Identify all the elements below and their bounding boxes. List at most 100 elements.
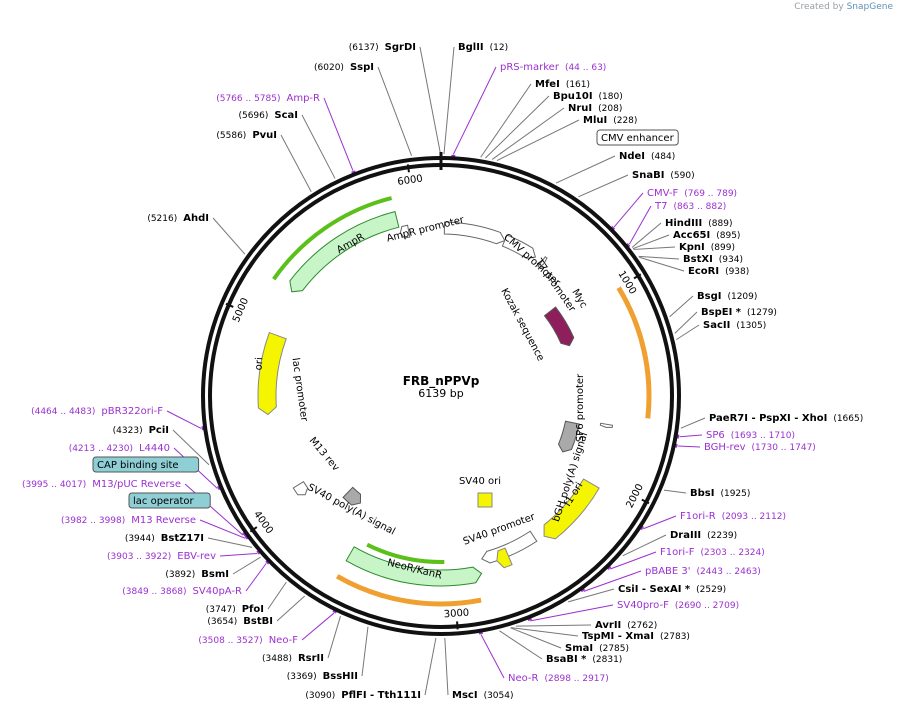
site-name: CsiI - SexAI * [618,584,691,595]
site-scai: (5696)ScaI [238,110,298,121]
feature-label-ori: ori [254,357,266,371]
boxed-label-bg [128,492,211,509]
site-position: (3654) [207,617,237,627]
site-name: AvrII [595,620,621,631]
primer-position: (5766 .. 5785) [216,94,280,104]
site-name: NruI [568,103,592,114]
site-leader [280,134,312,192]
site-name: PfoI [242,604,264,615]
primer-leader [199,519,246,539]
site-leader [491,107,565,160]
site-name: RsrII [298,653,324,664]
credit-prefix: Created by [794,2,844,12]
neo-highlight-arc [335,574,482,607]
site-bpu10i: Bpu10I(180) [553,91,623,102]
site-name: PaeR7I - PspXI - XhoI [709,413,827,424]
site-bspei: BspEI *(1279) [701,307,777,318]
site-name: BstZ17I [161,533,204,544]
site-pvui: (5586)PvuI [216,130,277,141]
feature-t7-promoter [537,256,548,269]
site-pfoi: (3747) PfoI [206,604,264,615]
primer-pbabe-3: pBABE 3'(2443 .. 2463) [645,566,761,577]
site-name: Bpu10I [553,91,593,102]
sv40-ori-box [477,492,493,508]
site-position: (2831) [592,655,622,665]
site-mlui: MluI(228) [583,115,637,126]
site-name: BglII [458,42,484,53]
feature-label-t7-promoter: T7 promoter [532,256,578,315]
site-ecori: EcoRI(938) [688,266,749,277]
site-leader [419,46,441,155]
primer-ebv-rev: (3903 .. 3922) EBV-rev [107,551,216,562]
site-position: (6137) [349,43,379,53]
primer-name: SV40pA-R [193,586,242,597]
primer-position: (2690 .. 2709) [675,601,739,611]
site-position: (3054) [484,691,514,701]
site-leader [444,637,449,696]
feature-label-m13-rev: M13 rev [307,435,342,473]
tick-6000 [406,164,410,173]
site-name: KpnI [679,242,705,253]
site-leader [276,595,306,622]
site-nrui: NruI(208) [568,103,622,114]
site-ahdi: (5216) AhdI [147,213,209,224]
tick-2000 [641,498,650,505]
primer-name: EBV-rev [177,551,216,562]
site-position: (3747) [206,605,236,615]
site-name: MfeI [535,79,560,90]
site-bbsi: BbsI(1925) [690,488,750,499]
neo-inner-highlight-arc [366,542,445,564]
site-position: (2785) [599,644,629,654]
site-name: BstBI [243,616,273,627]
primer-leader [679,434,703,438]
site-leader [301,114,336,179]
site-name: PciI [149,425,169,436]
feature-label-sv40-ori: SV40 ori [459,476,501,487]
site-sspi: (6020)SspI [314,62,374,73]
feature-ampr [289,211,400,293]
site-position: (889) [708,219,732,229]
primer-name: BGH-rev [704,442,746,453]
primer-position: (4213 .. 4230) [69,444,133,454]
site-leader [515,624,592,627]
site-leader [632,234,670,250]
site-name: BstXI [683,254,713,265]
feature-sv40-ori [496,547,513,569]
tick-label: 3000 [443,608,469,621]
plasmid-name: FRB_nPPVp [403,374,480,389]
site-name: EcoRI [688,266,719,277]
feature-label-sp6-promoter: SP6 promoter [575,373,586,442]
site-name: MluI [583,115,607,126]
site-leader [568,588,615,603]
feature-sv40-poly-a-signal [342,486,362,506]
primer-position: (3903 .. 3922) [107,552,171,562]
feature-sv40-promoter [481,530,538,564]
primer-bgh-rev: BGH-rev(1730 .. 1747) [704,442,816,453]
primer-position: (44 .. 63) [565,63,606,73]
site-name: BsmI [201,569,229,580]
site-leader [669,295,694,318]
site-leader [443,46,455,155]
site-name: PflFI - Tth111I [341,690,421,701]
site-leader [578,174,629,198]
primer-pbr322ori-f: (4464 .. 4483)pBR322ori-F [31,406,163,417]
site-leader [499,630,543,660]
site-kpni: KpnI(899) [679,242,735,253]
boxed-label-lac-operator: lac operator [133,496,194,507]
primer-position: (2898 .. 2917) [545,674,609,684]
primer-name: F1ori-R [680,511,716,522]
site-pcii: (4323)PciI [113,425,169,436]
site-position: (5216) [147,214,177,224]
site-name: AhdI [183,213,209,224]
primer-name: Neo-R [508,673,539,684]
site-name: TspMI - XmaI [582,631,654,642]
feature-sp6-promoter [599,422,614,428]
primer-sv40pro-f: SV40pro-F(2690 .. 2709) [617,600,739,611]
feature-lac-promoter [292,480,309,496]
site-bsshii: (3369)BssHII [287,671,358,682]
site-position: (3090) [305,691,335,701]
primer-prs-marker: pRS-marker(44 .. 63) [500,62,606,73]
site-leader [212,217,246,255]
feature-ampr-promoter [399,224,411,239]
plasmid-backbone [201,152,681,636]
